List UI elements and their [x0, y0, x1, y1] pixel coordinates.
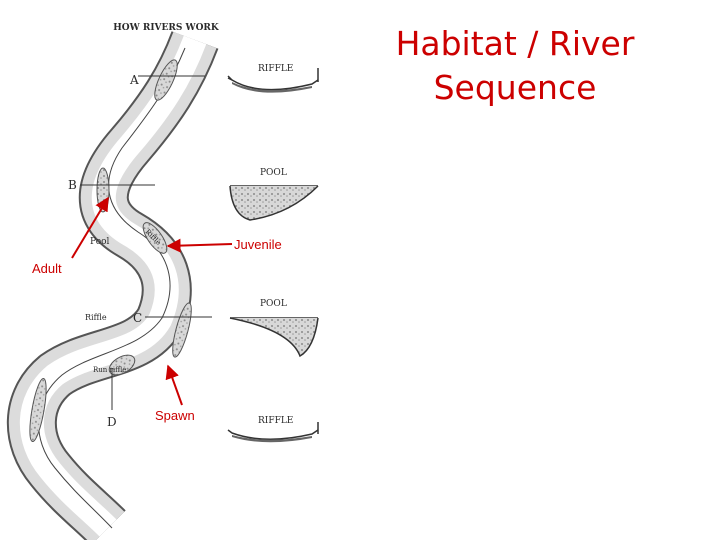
cross-section-bed-2 [229, 185, 319, 221]
section-letter-d: D [107, 415, 117, 429]
figure-heading: HOW RIVERS WORK [113, 23, 220, 33]
spawn-label: Spawn [155, 408, 195, 423]
cross-section-label-4: RIFFLE [258, 416, 293, 426]
slide-title: Habitat / River Sequence [360, 22, 670, 110]
gravel-bar-riffle [108, 354, 136, 376]
cross-section-outline-1 [227, 77, 319, 91]
gravel-bar-a [154, 59, 178, 101]
cross-section-bank-1 [227, 75, 233, 81]
cross-section-bed-3 [229, 317, 319, 358]
adult-label: Adult [32, 261, 62, 276]
juvenile-arrow [166, 238, 233, 253]
section-letter-c: C [133, 311, 142, 325]
cross-section-label-2: POOL [260, 168, 287, 178]
cross-section-outline-4 [227, 429, 319, 440]
gravel-bar-c [172, 302, 192, 358]
cross-section-label-3: POOL [260, 299, 287, 309]
title-line-2: Sequence [433, 68, 597, 107]
gravel-bar-d [29, 377, 47, 443]
section-letter-a: A [129, 73, 139, 87]
map-label-riffle: Riffle [85, 313, 107, 322]
thalweg-line [38, 47, 186, 529]
cross-section-label-1: RIFFLE [258, 64, 293, 74]
adult-arrow [71, 196, 109, 259]
cross-section-bed-4 [232, 435, 312, 443]
title-line-1: Habitat / River [395, 24, 635, 63]
map-label-run-riffle: Run riffle [93, 366, 126, 374]
cross-section-bed-1 [232, 82, 312, 93]
spawn-arrow [165, 364, 183, 406]
juvenile-label: Juvenile [234, 237, 282, 252]
section-letter-b: B [68, 178, 77, 192]
gravel-bar-bend [142, 222, 168, 254]
map-label-pool: Pool [90, 237, 110, 247]
